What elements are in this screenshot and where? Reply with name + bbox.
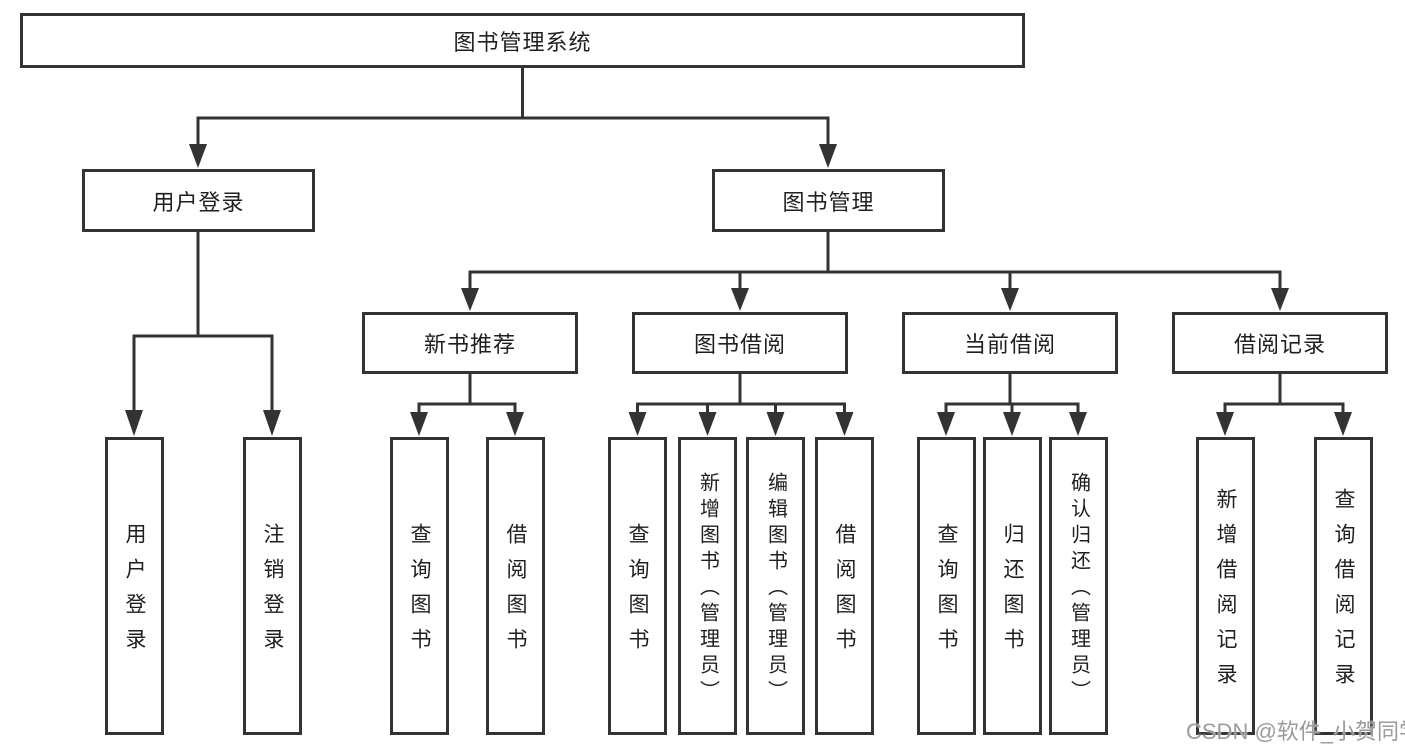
node-borrowing-records-label: 借阅记录 bbox=[1233, 332, 1326, 357]
leaf-records-add-record: 新增借阅记录 bbox=[1196, 437, 1255, 735]
leaf-newbook-query-books: 查询图书 bbox=[390, 437, 449, 735]
leaf-borrow-query-books-label: 查询图书 bbox=[626, 523, 649, 663]
leaf-borrow-edit-books-admin-label: 编辑图书（管理员） bbox=[764, 472, 787, 706]
node-borrowing-records: 借阅记录 bbox=[1172, 312, 1388, 374]
leaf-logout-label: 注销登录 bbox=[261, 523, 284, 663]
leaf-borrow-add-books-admin: 新增图书（管理员） bbox=[678, 437, 737, 735]
node-book-management-label: 图书管理 bbox=[782, 189, 875, 215]
node-book-borrowing-label: 图书借阅 bbox=[693, 332, 786, 357]
leaf-current-query-books: 查询图书 bbox=[917, 437, 976, 735]
node-user-login-label: 用户登录 bbox=[152, 189, 245, 215]
leaf-borrow-add-books-admin-label: 新增图书（管理员） bbox=[696, 472, 719, 706]
leaf-borrow-query-books: 查询图书 bbox=[608, 437, 667, 735]
node-current-borrowing: 当前借阅 bbox=[902, 312, 1118, 374]
leaf-newbook-query-books-label: 查询图书 bbox=[408, 523, 431, 663]
leaf-current-confirm-return-admin: 确认归还（管理员） bbox=[1049, 437, 1108, 735]
leaf-records-query-record-label: 查询借阅记录 bbox=[1332, 488, 1355, 698]
csdn-watermark: CSDN @软件_小贺同学 bbox=[1186, 719, 1405, 744]
leaf-current-query-books-label: 查询图书 bbox=[935, 523, 958, 663]
leaf-user-login-label: 用户登录 bbox=[123, 523, 146, 663]
leaf-records-query-record: 查询借阅记录 bbox=[1314, 437, 1373, 735]
leaf-current-return-books-label: 归还图书 bbox=[1001, 523, 1024, 663]
node-book-borrowing: 图书借阅 bbox=[632, 312, 848, 374]
node-book-management: 图书管理 bbox=[712, 169, 945, 232]
leaf-current-return-books: 归还图书 bbox=[983, 437, 1042, 735]
leaf-borrow-edit-books-admin: 编辑图书（管理员） bbox=[746, 437, 805, 735]
leaf-newbook-borrow-books-label: 借阅图书 bbox=[504, 523, 527, 663]
node-root-label: 图书管理系统 bbox=[453, 29, 592, 55]
leaf-logout: 注销登录 bbox=[243, 437, 302, 735]
leaf-borrow-borrow-books: 借阅图书 bbox=[815, 437, 874, 735]
node-user-login: 用户登录 bbox=[82, 169, 315, 232]
leaf-newbook-borrow-books: 借阅图书 bbox=[486, 437, 545, 735]
leaf-borrow-borrow-books-label: 借阅图书 bbox=[833, 523, 856, 663]
node-current-borrowing-label: 当前借阅 bbox=[963, 332, 1056, 357]
leaf-records-add-record-label: 新增借阅记录 bbox=[1214, 488, 1237, 698]
node-new-book-recommend-label: 新书推荐 bbox=[423, 332, 516, 357]
leaf-user-login: 用户登录 bbox=[105, 437, 164, 735]
node-root: 图书管理系统 bbox=[20, 13, 1025, 68]
leaf-current-confirm-return-admin-label: 确认归还（管理员） bbox=[1067, 472, 1090, 706]
node-new-book-recommend: 新书推荐 bbox=[362, 312, 578, 374]
